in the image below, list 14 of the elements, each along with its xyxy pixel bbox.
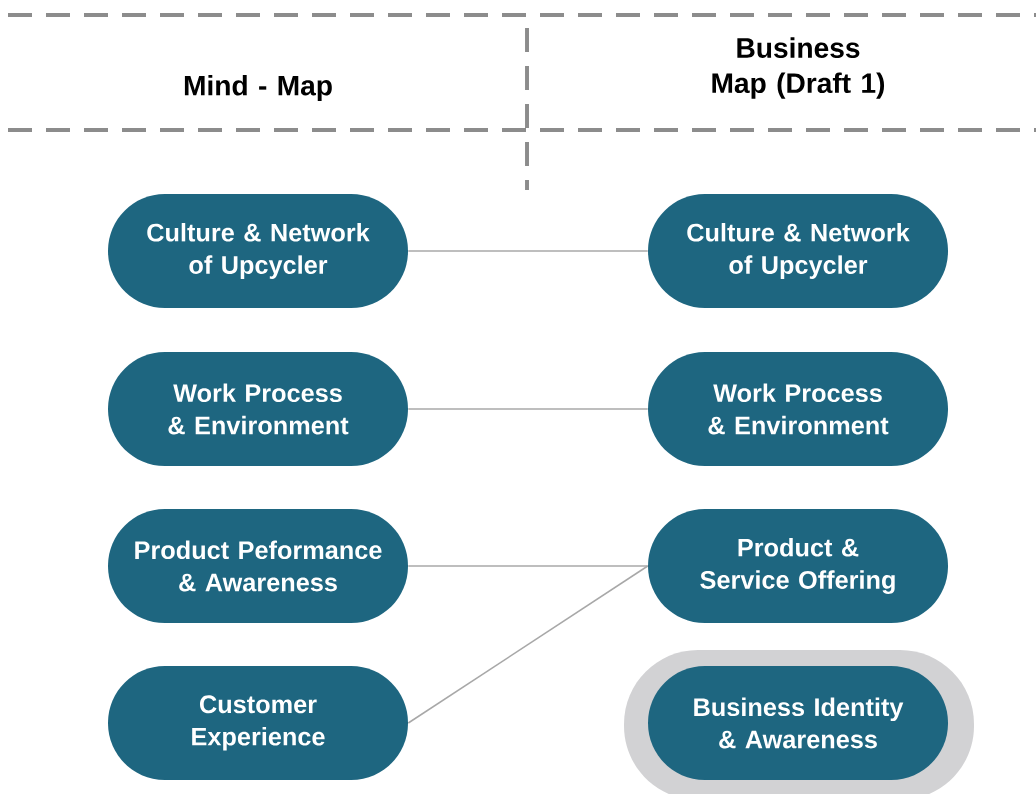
rounded-box: Product & Service Offering bbox=[648, 509, 948, 623]
rounded-box: Culture & Network of Upcycler bbox=[648, 194, 948, 308]
rounded-box: Work Process & Environment bbox=[108, 352, 408, 466]
rounded-box: Work Process & Environment bbox=[648, 352, 948, 466]
rounded-box: Culture & Network of Upcycler bbox=[108, 194, 408, 308]
rounded-box: Product Peformance & Awareness bbox=[108, 509, 408, 623]
column-heading: Business Map (Draft 1) bbox=[712, 37, 885, 99]
connector-line bbox=[407, 565, 649, 567]
connector-line bbox=[407, 250, 649, 252]
column-heading: Mind - Map bbox=[184, 74, 332, 102]
rounded-box: Business Identity & Awareness bbox=[648, 666, 948, 780]
connector-line bbox=[407, 565, 649, 724]
connector-line bbox=[407, 408, 649, 410]
rounded-box: Customer Experience bbox=[108, 666, 408, 780]
